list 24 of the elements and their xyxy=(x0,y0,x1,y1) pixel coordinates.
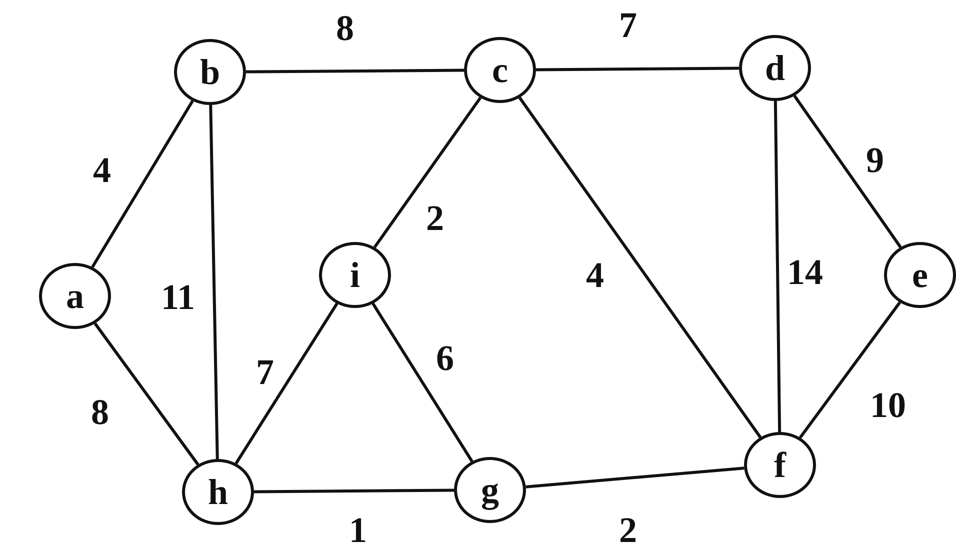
vertex-label: i xyxy=(350,257,360,293)
edge-line xyxy=(254,488,454,494)
edge-line xyxy=(798,301,902,439)
edge-line xyxy=(373,96,482,248)
vertex-label: b xyxy=(200,54,220,90)
vertex-label: f xyxy=(774,447,786,483)
edge-line xyxy=(536,66,740,72)
vertex-label: d xyxy=(764,50,786,86)
edge-line xyxy=(209,104,219,460)
edge-line xyxy=(94,322,200,466)
vertex-label: h xyxy=(208,474,228,510)
vertex-label: e xyxy=(912,257,928,293)
edge-line xyxy=(793,94,902,248)
edge-line xyxy=(234,302,338,464)
vertex-circle xyxy=(884,242,956,308)
vertex-label: c xyxy=(492,52,508,88)
edge-line xyxy=(774,100,782,432)
edge-line xyxy=(246,68,464,74)
vertex-label: g xyxy=(481,472,499,508)
edge-line xyxy=(518,96,762,438)
edge-line xyxy=(526,466,744,488)
edge-line xyxy=(91,100,194,268)
vertex-label: a xyxy=(66,278,84,314)
edge-line xyxy=(372,302,474,462)
